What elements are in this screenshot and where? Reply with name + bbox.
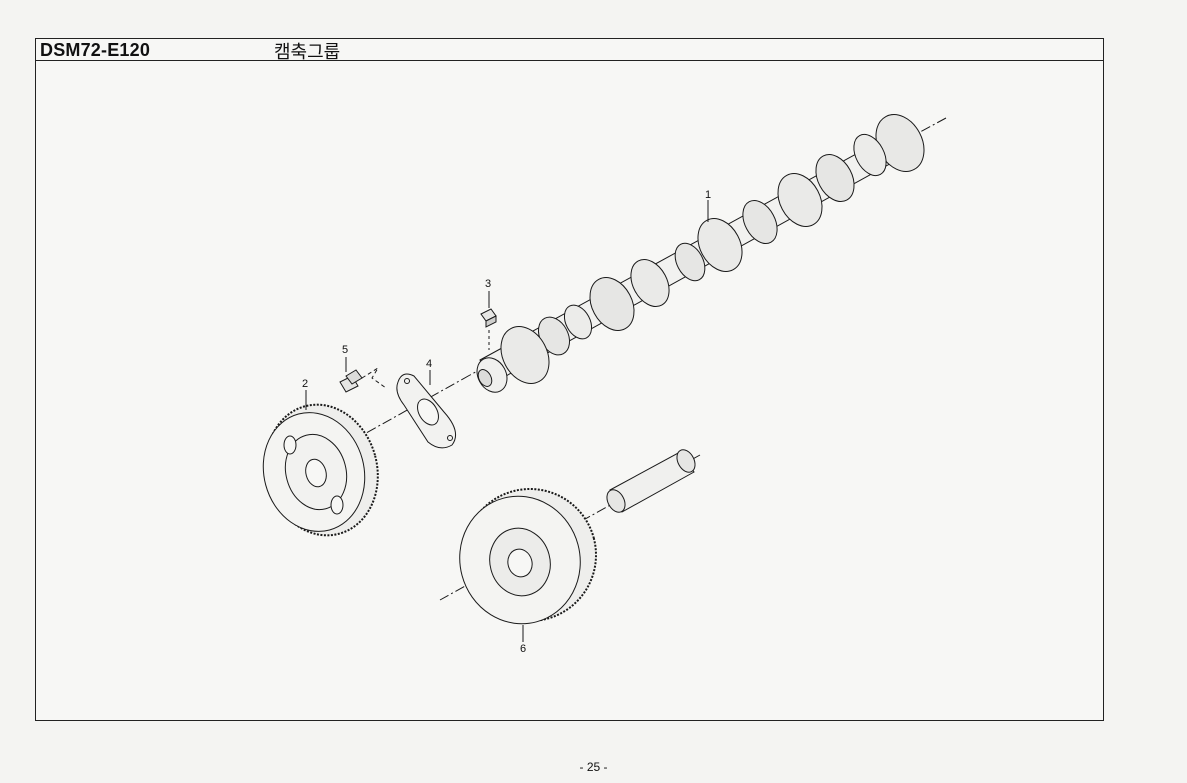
camshaft-gear [262,390,379,537]
model-code: DSM72-E120 [40,40,151,60]
idler-gear [459,488,597,642]
camshaft [476,114,925,393]
woodruff-key [480,291,497,350]
page-number: - 25 - [579,760,608,774]
callout-6: 6 [520,643,526,655]
callout-3: 3 [485,278,491,290]
idler-shaft [606,449,696,513]
bolt [339,357,387,393]
callout-4: 4 [426,358,432,370]
thrust-plate [396,370,457,449]
sheet-header: DSM72-E120 캠축그룹 [36,39,1103,63]
callout-2: 2 [302,378,308,390]
callout-5: 5 [342,344,348,356]
callout-1: 1 [705,189,711,201]
group-title: 캠축그룹 [274,42,341,63]
